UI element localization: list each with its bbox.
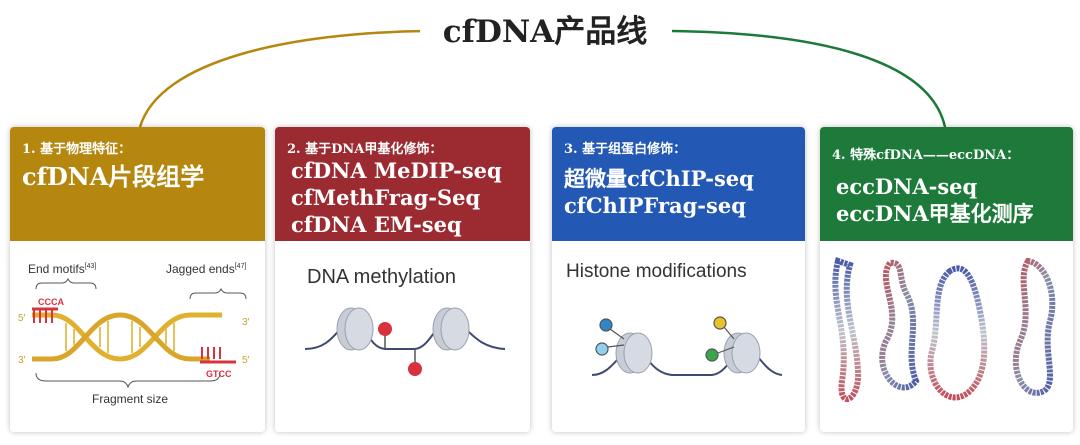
card-figure: End motifs[43] Jagged ends[47] CCCA 5′ 3… bbox=[10, 241, 265, 432]
card-histone-modification: 3. 基于组蛋白修饰： 超微量cfChIP-seq cfChIPFrag-seq… bbox=[552, 127, 805, 432]
card-header: 2. 基于DNA甲基化修饰： cfDNA MeDIP-seq cfMethFra… bbox=[275, 127, 530, 241]
nucleosome-icon bbox=[723, 332, 761, 374]
card-subtitle: 1. 基于物理特征： bbox=[22, 142, 132, 157]
nucleosome-icon bbox=[432, 307, 470, 351]
card-figure: Histone modifications bbox=[552, 241, 805, 432]
eccdna-circle-icon bbox=[832, 257, 862, 403]
connector-arc-left bbox=[138, 29, 426, 128]
card-eccdna: 4. 特殊cfDNA——eccDNA： eccDNA-seq eccDNA甲基化… bbox=[820, 127, 1073, 432]
page-title: cfDNA产品线 bbox=[420, 6, 670, 58]
card-lines: 超微量cfChIP-seq cfChIPFrag-seq bbox=[564, 165, 754, 219]
eccdna-circle-icon bbox=[1012, 257, 1056, 396]
card-line: cfDNA MeDIP-seq bbox=[291, 158, 502, 183]
nucleosome-icon bbox=[615, 332, 653, 374]
card-dna-methylation: 2. 基于DNA甲基化修饰： cfDNA MeDIP-seq cfMethFra… bbox=[275, 127, 530, 432]
card-subtitle: 3. 基于组蛋白修饰： bbox=[564, 142, 687, 157]
card-line: cfDNA片段组学 bbox=[22, 162, 205, 191]
methyl-group-icon bbox=[378, 322, 392, 349]
end-motifs-label: End motifs[43] bbox=[28, 262, 96, 276]
fragment-size-label: Fragment size bbox=[92, 392, 168, 406]
nucleosome-icon bbox=[336, 307, 374, 351]
methyl-group-icon bbox=[408, 349, 422, 376]
card-header: 1. 基于物理特征： cfDNA片段组学 bbox=[10, 127, 265, 241]
card-line: cfChIPFrag-seq bbox=[564, 193, 746, 218]
three-prime-bottom: 3′ bbox=[18, 355, 26, 366]
card-subtitle: 2. 基于DNA甲基化修饰： bbox=[287, 142, 443, 157]
fragment-size-bracket bbox=[35, 372, 221, 389]
card-lines: cfDNA MeDIP-seq cfMethFrag-Seq cfDNA EM-… bbox=[291, 157, 502, 238]
gtcc-label: GTCC bbox=[206, 369, 232, 379]
five-prime-bottom: 5′ bbox=[242, 355, 250, 366]
end-motif-bracket bbox=[35, 277, 97, 290]
jagged-ends-label: Jagged ends[47] bbox=[166, 262, 246, 276]
figure-label: Histone modifications bbox=[566, 261, 747, 282]
figure-label: DNA methylation bbox=[307, 266, 456, 288]
card-header: 3. 基于组蛋白修饰： 超微量cfChIP-seq cfChIPFrag-seq bbox=[552, 127, 805, 241]
histone-mark-icon bbox=[595, 316, 735, 362]
card-line: eccDNA甲基化测序 bbox=[836, 201, 1034, 226]
jagged-end-bracket bbox=[189, 287, 247, 300]
card-header: 4. 特殊cfDNA——eccDNA： eccDNA-seq eccDNA甲基化… bbox=[820, 127, 1073, 241]
three-prime-top: 3′ bbox=[242, 317, 250, 328]
card-subtitle: 4. 特殊cfDNA——eccDNA： bbox=[832, 148, 1020, 163]
eccdna-circle-icon bbox=[879, 259, 920, 391]
card-line: eccDNA-seq bbox=[836, 174, 978, 199]
card-lines: cfDNA片段组学 bbox=[22, 163, 204, 190]
card-line: 超微量cfChIP-seq bbox=[564, 166, 754, 191]
ccca-label: CCCA bbox=[38, 297, 64, 307]
eccdna-circle-icon bbox=[927, 265, 988, 401]
dna-helix-icon bbox=[32, 307, 236, 364]
five-prime-top: 5′ bbox=[18, 313, 26, 324]
card-lines: eccDNA-seq eccDNA甲基化测序 bbox=[836, 173, 1034, 227]
card-line: cfDNA EM-seq bbox=[291, 212, 462, 237]
connector-arc-right bbox=[671, 29, 947, 128]
card-physical-features: 1. 基于物理特征： cfDNA片段组学 End motifs[43] Jagg… bbox=[10, 127, 265, 432]
card-line: cfMethFrag-Seq bbox=[291, 185, 481, 210]
card-figure: DNA methylation bbox=[275, 241, 530, 432]
dna-strand bbox=[304, 319, 506, 350]
card-figure bbox=[820, 241, 1073, 432]
